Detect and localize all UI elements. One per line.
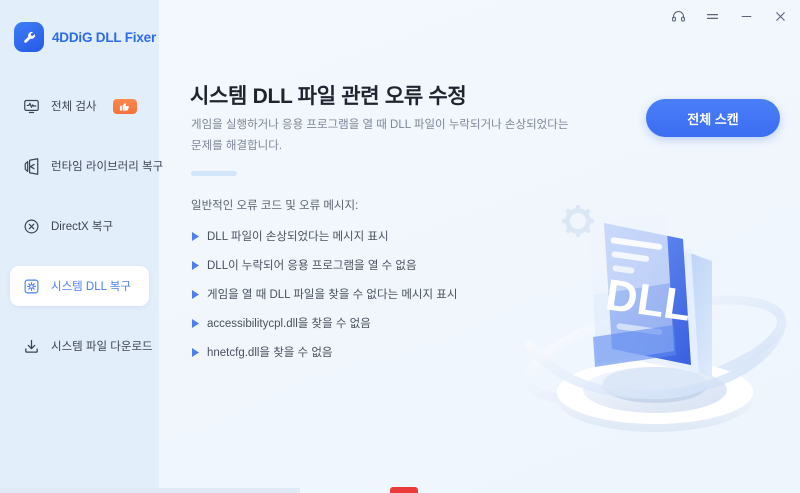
runtime-library-icon bbox=[22, 157, 41, 176]
page-description: 게임을 실행하거나 응용 프로그램을 열 때 DLL 파일이 누락되거나 손상되… bbox=[191, 119, 569, 153]
svg-text:DLL: DLL bbox=[603, 270, 695, 330]
system-dll-gear-icon bbox=[22, 277, 41, 296]
sidebar-item-label: 전체 검사 bbox=[51, 101, 97, 113]
sidebar-item-directx[interactable]: DirectX 복구 bbox=[10, 206, 149, 246]
error-text: DLL 파일이 손상되었다는 메시지 표시 bbox=[207, 231, 389, 243]
bottom-strip bbox=[0, 485, 800, 493]
download-icon bbox=[22, 337, 41, 356]
full-scan-button[interactable]: 전체 스캔 bbox=[646, 99, 780, 137]
list-item: accessibilitycpl.dll을 찾을 수 없음 bbox=[192, 310, 457, 336]
directx-circle-x-icon bbox=[22, 217, 41, 236]
error-text: hnetcfg.dll을 찾을 수 없음 bbox=[207, 347, 333, 359]
sidebar-item-download-system-files[interactable]: 시스템 파일 다운로드 bbox=[10, 326, 153, 366]
triangle-bullet-icon bbox=[192, 231, 199, 241]
list-item: hnetcfg.dll을 찾을 수 없음 bbox=[192, 339, 457, 365]
wrench-icon bbox=[14, 22, 44, 52]
triangle-bullet-icon bbox=[192, 289, 199, 299]
list-item: DLL이 누락되어 응용 프로그램을 열 수 없음 bbox=[192, 252, 457, 278]
thumbs-up-icon bbox=[112, 98, 137, 114]
common-errors-list: DLL 파일이 손상되었다는 메시지 표시 DLL이 누락되어 응용 프로그램을… bbox=[192, 223, 457, 368]
bottom-progress-bar bbox=[0, 488, 300, 493]
monitor-pulse-icon bbox=[22, 97, 41, 116]
triangle-bullet-icon bbox=[192, 347, 199, 357]
triangle-bullet-icon bbox=[192, 318, 199, 328]
sidebar-item-full-scan[interactable]: 전체 검사 bbox=[10, 86, 149, 126]
sidebar-item-label: 시스템 파일 다운로드 bbox=[51, 341, 153, 353]
minimize-icon[interactable] bbox=[736, 6, 756, 26]
bottom-red-marker bbox=[390, 487, 418, 493]
error-text: accessibilitycpl.dll을 찾을 수 없음 bbox=[207, 318, 371, 330]
app-brand: 4DDiG DLL Fixer bbox=[14, 22, 156, 52]
sidebar-item-label: 런타임 라이브러리 복구 bbox=[51, 161, 164, 173]
app-brand-name: 4DDiG DLL Fixer bbox=[52, 29, 157, 45]
close-icon[interactable] bbox=[770, 6, 790, 26]
sidebar-item-system-dll[interactable]: 시스템 DLL 복구 bbox=[10, 266, 149, 306]
section-accent-bar bbox=[191, 171, 237, 176]
sidebar-item-runtime-library[interactable]: 런타임 라이브러리 복구 bbox=[10, 146, 163, 186]
triangle-bullet-icon bbox=[192, 260, 199, 270]
sidebar-nav: 전체 검사 런타임 라이브러리 복구 bbox=[0, 86, 163, 386]
sidebar-item-label: DirectX 복구 bbox=[51, 221, 114, 233]
title-bar bbox=[0, 0, 800, 62]
sidebar-item-label: 시스템 DLL 복구 bbox=[51, 281, 131, 293]
errors-heading: 일반적인 오류 코드 및 오류 메시지: bbox=[191, 200, 359, 212]
menu-icon[interactable] bbox=[702, 6, 722, 26]
dll-document-pedestal-illustration: DLL bbox=[523, 205, 787, 432]
window-controls bbox=[668, 6, 790, 26]
sidebar: 4DDiG DLL Fixer 전체 검사 bbox=[0, 0, 163, 493]
main-content: DLL 시스템 DLL 파일 관련 오류 수정 bbox=[159, 0, 800, 493]
list-item: DLL 파일이 손상되었다는 메시지 표시 bbox=[192, 223, 457, 249]
page-title: 시스템 DLL 파일 관련 오류 수정 bbox=[190, 85, 467, 108]
support-headset-icon[interactable] bbox=[668, 6, 688, 26]
error-text: DLL이 누락되어 응용 프로그램을 열 수 없음 bbox=[207, 260, 417, 272]
error-text: 게임을 열 때 DLL 파일을 찾을 수 없다는 메시지 표시 bbox=[207, 289, 458, 301]
list-item: 게임을 열 때 DLL 파일을 찾을 수 없다는 메시지 표시 bbox=[192, 281, 457, 307]
